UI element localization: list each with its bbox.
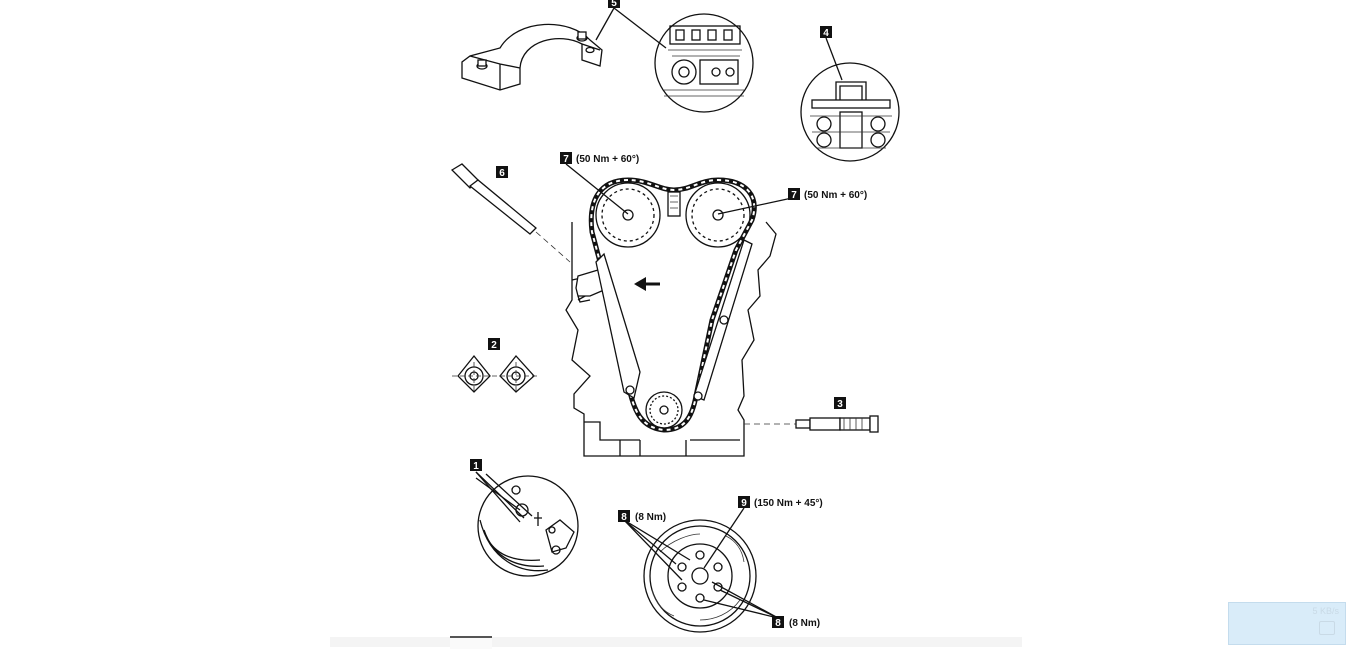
bottom-strip: [330, 637, 1022, 647]
camshaft-sprocket-right: [685, 182, 751, 248]
svg-text:3: 3: [837, 399, 843, 410]
svg-text:(8 Nm): (8 Nm): [635, 512, 666, 523]
svg-text:5: 5: [611, 0, 617, 9]
callout-4: 4: [820, 26, 832, 39]
svg-text:9: 9: [741, 498, 747, 509]
network-speed-widget[interactable]: 5 KB/s: [1228, 602, 1346, 645]
svg-text:1: 1: [473, 461, 479, 472]
cam-detail-circle: [654, 13, 754, 113]
chain-guide-right: [693, 239, 753, 401]
chat-bubble-icon[interactable]: [1319, 621, 1335, 635]
bearing-cap-illustration: [461, 23, 603, 91]
pulley-mark-detail-circle: [475, 473, 579, 577]
svg-text:(150 Nm + 45°): (150 Nm + 45°): [754, 498, 823, 509]
svg-text:(8 Nm): (8 Nm): [789, 618, 820, 629]
callout-5: 5: [608, 0, 620, 9]
callout-8-top: 8 (8 Nm): [618, 510, 666, 523]
svg-text:8: 8: [621, 512, 627, 523]
callout-7-left: 7 (50 Nm + 60°): [560, 152, 639, 165]
svg-text:7: 7: [791, 190, 797, 201]
camshaft-tool-detail-circle: [800, 62, 900, 162]
speed-readout: 5 KB/s: [1312, 606, 1339, 616]
bottom-tab[interactable]: [450, 636, 492, 649]
svg-text:4: 4: [823, 28, 829, 39]
direction-arrow: [634, 277, 660, 291]
camshaft-end-views: [452, 354, 540, 393]
svg-text:7: 7: [563, 154, 569, 165]
callout-7-right: 7 (50 Nm + 60°): [788, 188, 867, 201]
chain-guide-left: [595, 252, 641, 400]
callout-2: 2: [488, 338, 500, 351]
svg-text:2: 2: [491, 340, 497, 351]
svg-text:(50 Nm + 60°): (50 Nm + 60°): [576, 154, 639, 165]
callout-9: 9 (150 Nm + 45°): [738, 496, 823, 509]
svg-text:(50 Nm + 60°): (50 Nm + 60°): [804, 190, 867, 201]
callout-8-bottom: 8 (8 Nm): [772, 616, 820, 629]
crank-sprocket: [645, 391, 683, 429]
locking-pin-tool: [450, 163, 571, 263]
camshaft-sprocket-left: [595, 182, 661, 248]
svg-text:8: 8: [775, 618, 781, 629]
crank-locking-bolt: [744, 415, 879, 433]
callout-3: 3: [834, 397, 846, 410]
callout-1: 1: [470, 459, 482, 472]
svg-text:6: 6: [499, 168, 505, 179]
crankshaft-pulley: [643, 519, 757, 633]
callout-6: 6: [496, 166, 508, 179]
leader-lines: [475, 7, 843, 619]
